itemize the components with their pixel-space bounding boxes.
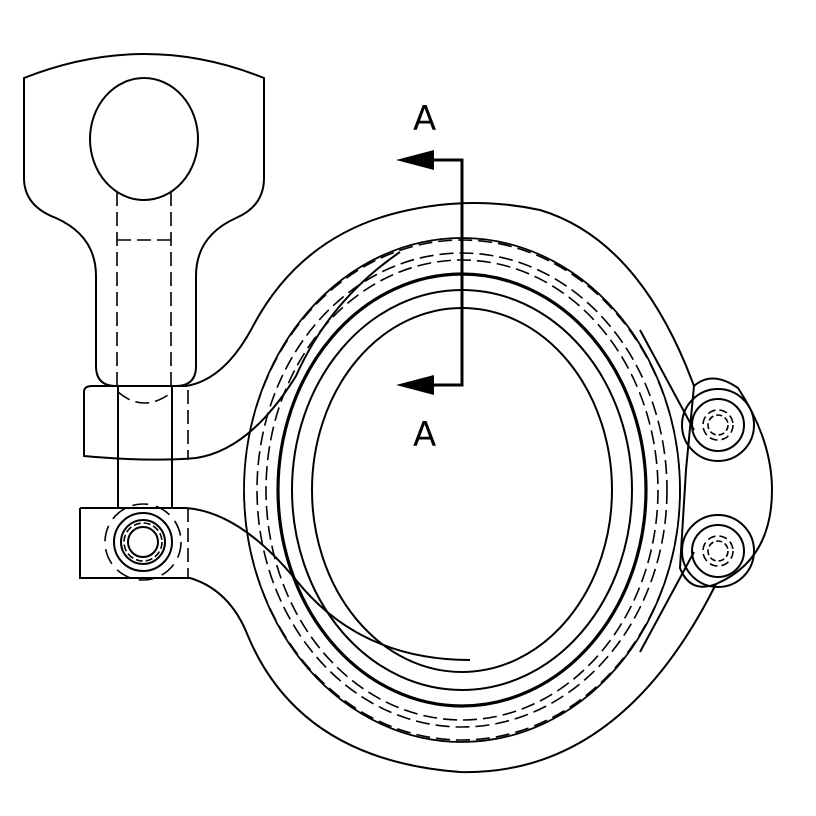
pivot-pin bbox=[104, 503, 182, 581]
wing-nut bbox=[23, 53, 265, 387]
section-label-top: A bbox=[413, 99, 437, 139]
hinge-pin-bottom bbox=[681, 514, 755, 588]
section-label-bottom: A bbox=[413, 415, 437, 455]
clamp-body-lower bbox=[79, 507, 717, 774]
hinge-pin-top bbox=[681, 388, 755, 462]
section-line-a-a bbox=[396, 150, 464, 395]
clamp-body-upper bbox=[83, 202, 695, 461]
hinge-lobe bbox=[639, 329, 774, 653]
bolt bbox=[117, 386, 189, 578]
